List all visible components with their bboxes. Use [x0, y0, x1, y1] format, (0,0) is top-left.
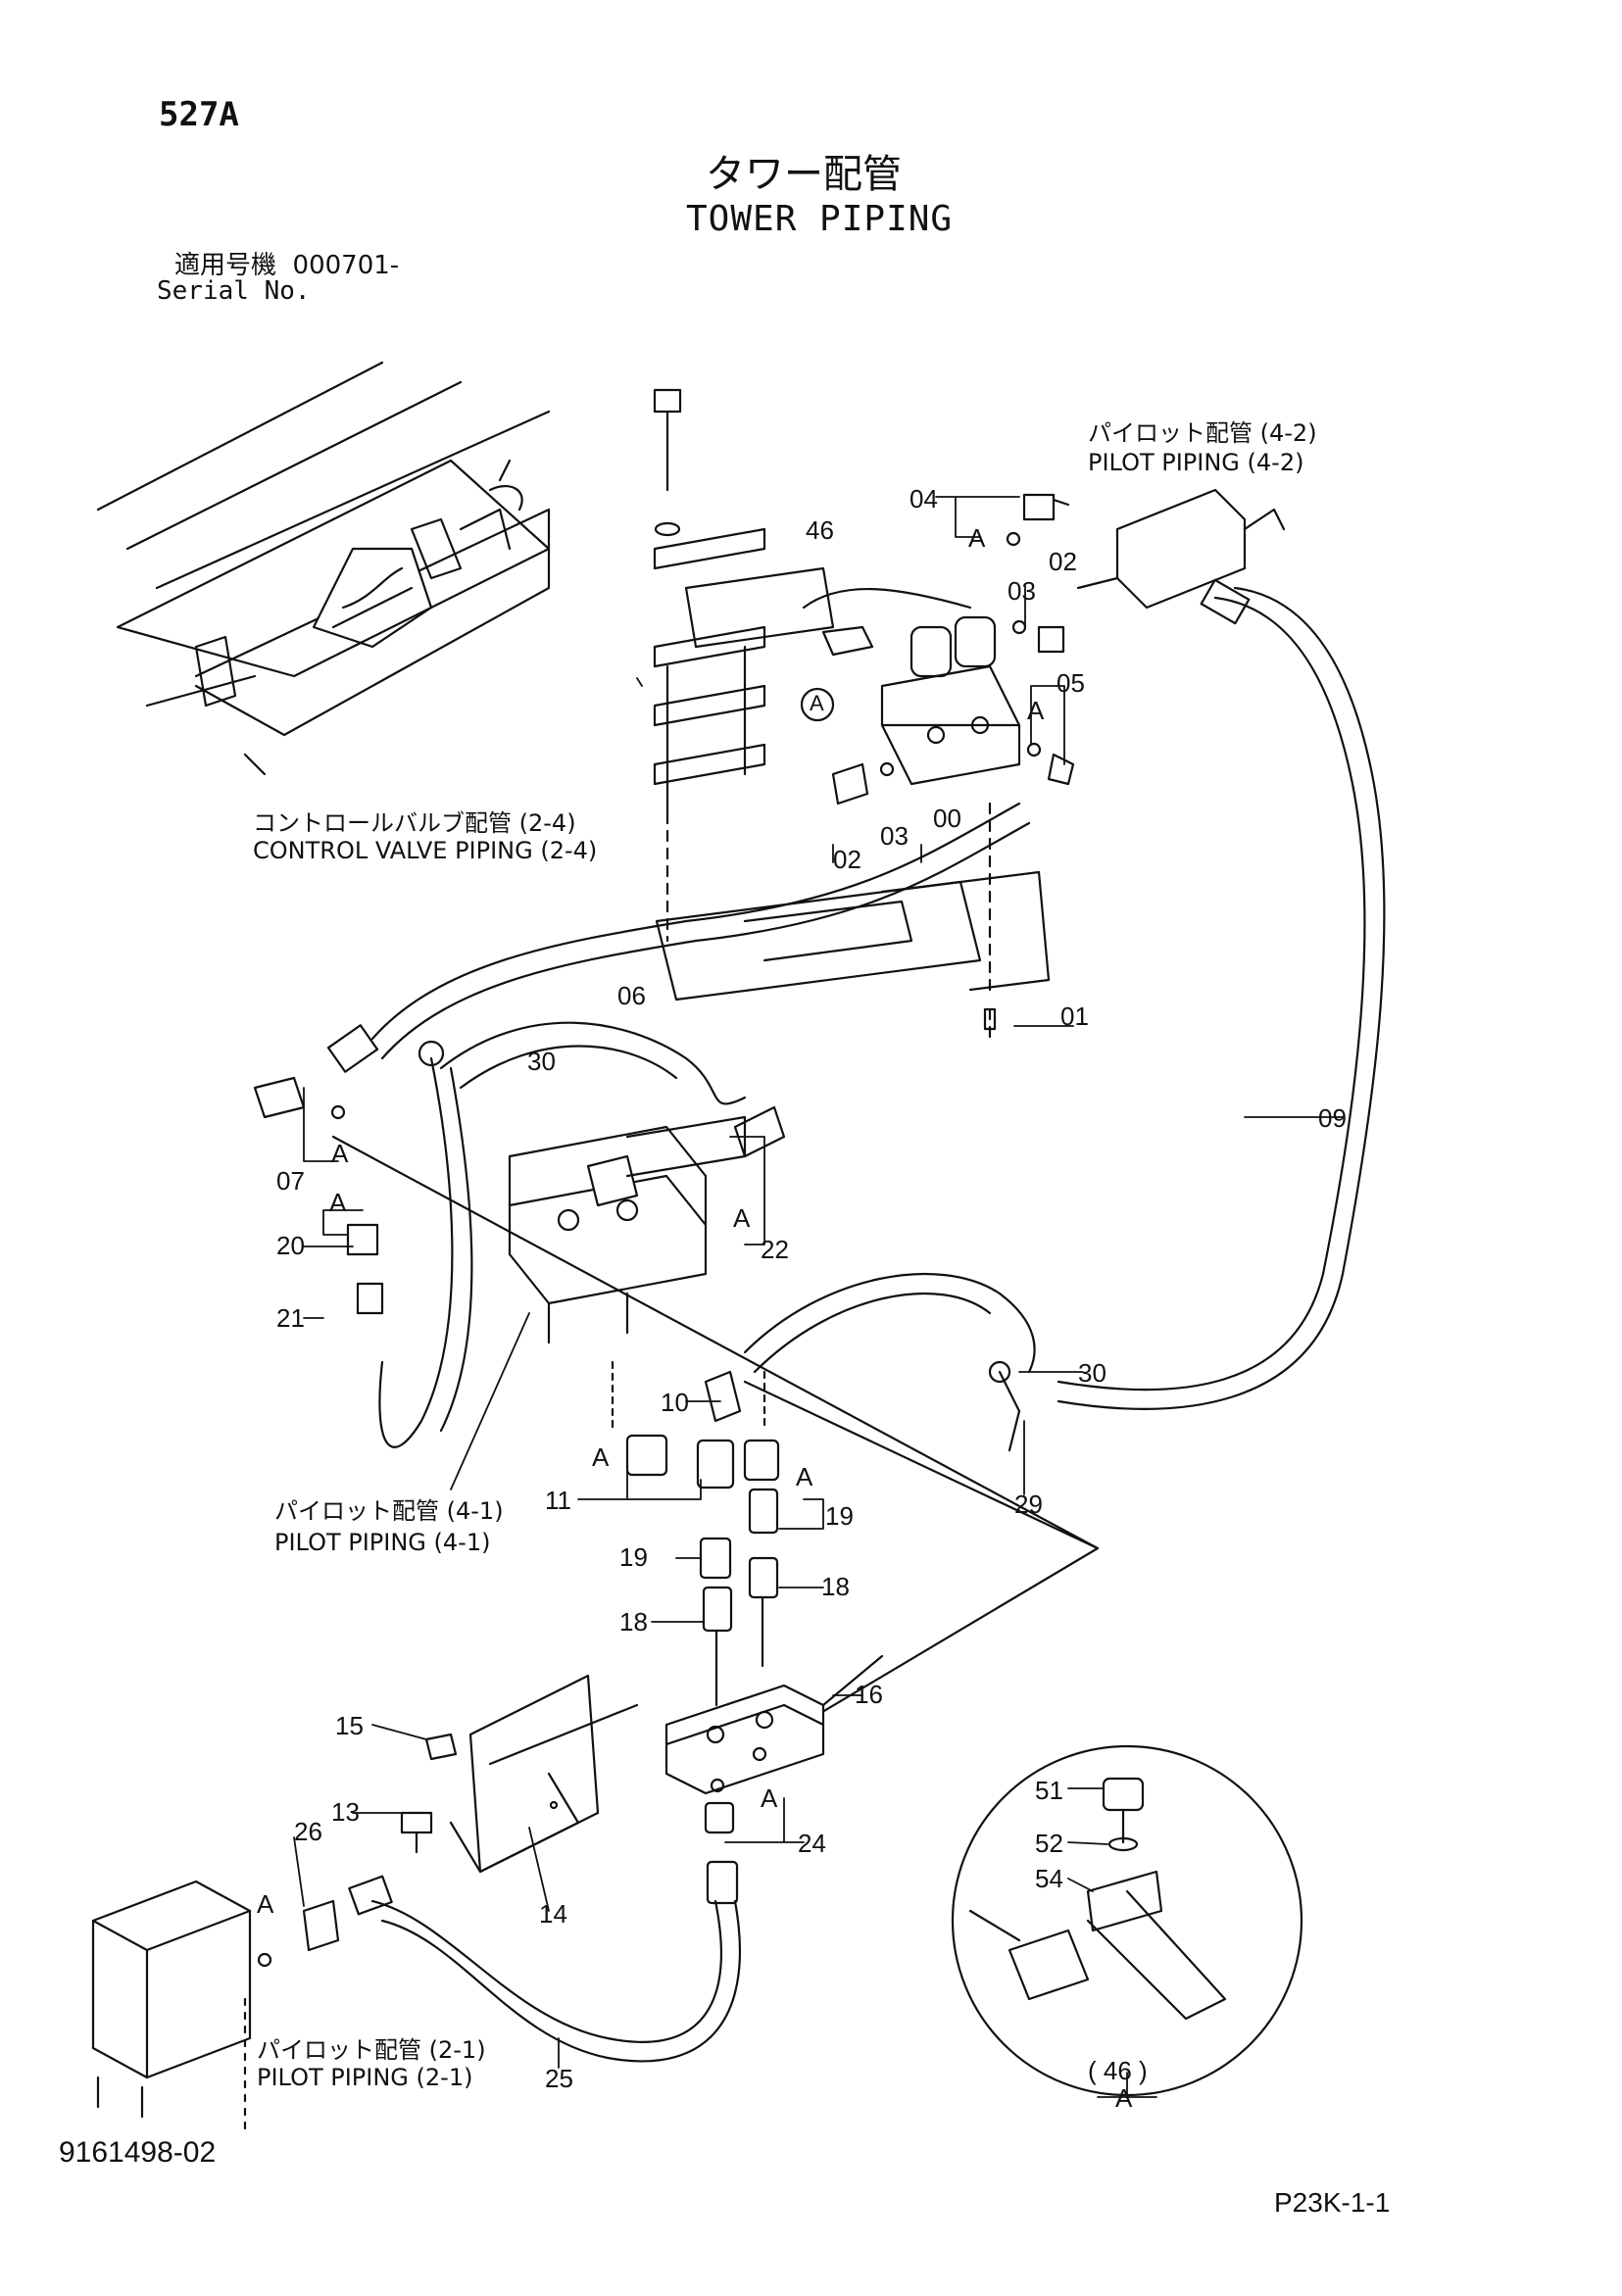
- bracket-assembly: [653, 388, 1051, 1001]
- marker-a-6: A: [592, 1442, 610, 1472]
- marker-a-8: A: [761, 1783, 778, 1813]
- part-10: 10: [661, 1388, 689, 1417]
- part-00: 00: [933, 804, 961, 833]
- part-15: 15: [335, 1711, 364, 1740]
- part-46: 46: [806, 515, 834, 545]
- ref-pilot-4-1-jp: パイロット配管 (4-1): [274, 1497, 504, 1525]
- part-20: 20: [276, 1231, 305, 1260]
- part-19-left: 19: [619, 1542, 648, 1572]
- part-19-right: 19: [825, 1501, 854, 1531]
- couplers: [611, 1360, 780, 1707]
- marker-a-2: A: [1027, 696, 1045, 725]
- part-06: 06: [617, 981, 646, 1010]
- hose-30-upper: [378, 1021, 747, 1448]
- block-26: [91, 1880, 340, 2133]
- part-03-upper: 03: [1008, 576, 1036, 606]
- part-22: 22: [761, 1235, 789, 1264]
- part-03-lower: 03: [880, 821, 909, 851]
- block-16: [664, 1684, 825, 1795]
- serial-label-en: Serial No.: [157, 276, 311, 306]
- hose-06: [326, 802, 1031, 1073]
- hose-lower: [743, 1272, 1036, 1452]
- part-09: 09: [1318, 1103, 1347, 1133]
- marker-a-7: A: [796, 1462, 813, 1491]
- pilot-manifold-upper: [1057, 488, 1386, 1410]
- solenoid-block-00: [802, 588, 1021, 1041]
- fittings-upper: [831, 493, 1075, 806]
- part-16: 16: [855, 1680, 883, 1709]
- view-a-marker-circle: [800, 687, 835, 722]
- ref-pilot-4-2-jp: パイロット配管 (4-2): [1088, 419, 1317, 447]
- part-07: 07: [276, 1166, 305, 1196]
- part-18-right: 18: [821, 1572, 850, 1601]
- serial-value: 000701-: [292, 251, 400, 280]
- marker-a-5: A: [733, 1203, 751, 1233]
- part-04: 04: [909, 484, 938, 513]
- page-number: 527A: [159, 95, 239, 134]
- part-51: 51: [1035, 1776, 1063, 1805]
- part-14: 14: [539, 1899, 567, 1929]
- view-a-circle-label: A: [810, 691, 824, 715]
- part-05: 05: [1057, 668, 1085, 698]
- part-52: 52: [1035, 1829, 1063, 1858]
- part-25: 25: [545, 2064, 573, 2093]
- ref-pilot-4-2-en: PILOT PIPING (4-2): [1088, 449, 1304, 476]
- part-46-ref: ( 46 ): [1088, 2056, 1148, 2085]
- ref-control-valve-en: CONTROL VALVE PIPING (2-4): [253, 837, 598, 864]
- part-13: 13: [331, 1797, 360, 1827]
- part-30-lower: 30: [1078, 1358, 1106, 1388]
- bracket-14: [400, 1674, 639, 1874]
- sheet-number: P23K-1-1: [1274, 2187, 1391, 2218]
- serial-label-jp: 適用号機: [174, 251, 277, 280]
- part-02-upper: 02: [1049, 547, 1077, 576]
- part-29: 29: [1014, 1490, 1043, 1519]
- part-30-upper: 30: [527, 1047, 556, 1076]
- part-24: 24: [798, 1829, 826, 1858]
- part-18-left: 18: [619, 1607, 648, 1637]
- title-japanese: タワー配管: [706, 152, 902, 197]
- hose-25: [348, 1778, 742, 2063]
- marker-a-1: A: [968, 523, 986, 553]
- serial-line: 適用号機 000701-: [174, 253, 399, 278]
- document-number: 9161498-02: [59, 2136, 217, 2169]
- part-26: 26: [294, 1817, 322, 1846]
- part-54: 54: [1035, 1864, 1063, 1893]
- title-english: TOWER PIPING: [686, 199, 954, 239]
- part-21: 21: [276, 1303, 305, 1333]
- ref-pilot-4-1-en: PILOT PIPING (4-1): [274, 1529, 491, 1556]
- part-11: 11: [545, 1486, 571, 1515]
- detail-view-circle: [951, 1744, 1303, 2097]
- marker-a-3: A: [331, 1139, 349, 1168]
- marker-a-9: A: [257, 1889, 274, 1919]
- marker-a-view: A: [1115, 2083, 1133, 2113]
- part-02-lower: 02: [833, 845, 861, 874]
- machine-overview: [96, 361, 551, 776]
- part-01: 01: [1060, 1001, 1089, 1031]
- leader-lines: [293, 496, 1344, 2098]
- ref-control-valve-jp: コントロールバルブ配管 (2-4): [253, 809, 576, 837]
- marker-a-4: A: [329, 1188, 347, 1217]
- ref-pilot-2-1-en: PILOT PIPING (2-1): [257, 2064, 473, 2091]
- pilot-valve-block: [508, 1115, 747, 1344]
- ref-pilot-2-1-jp: パイロット配管 (2-1): [257, 2036, 486, 2064]
